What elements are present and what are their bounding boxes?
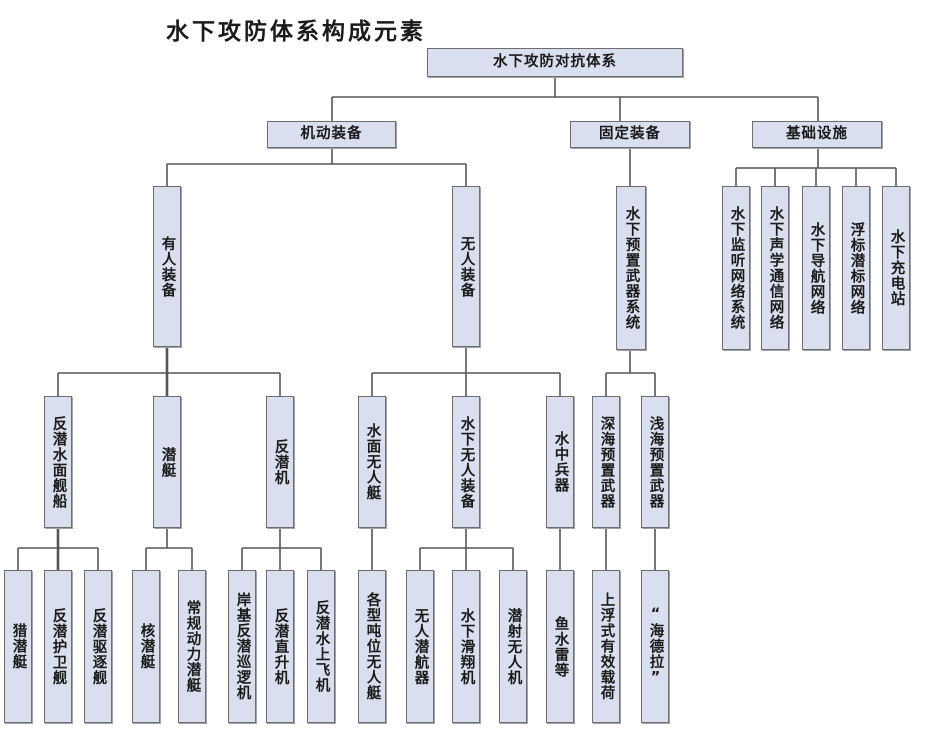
manned-label: 有人装备 xyxy=(159,235,176,298)
node-label: 深海预置武器 xyxy=(598,415,615,509)
category-infra-label: 基础设施 xyxy=(786,125,848,142)
unmanned-equipment-node: 无人装备 xyxy=(452,186,480,347)
infra-item-node: 水下声学通信网络 xyxy=(761,186,789,350)
leaf-node: 岸基反潜巡逻机 xyxy=(228,570,256,723)
category-fixed-label: 固定装备 xyxy=(599,125,661,142)
category-mobile-label: 机动装备 xyxy=(300,125,363,142)
leaf-label: 反潜直升机 xyxy=(272,607,289,686)
unmanned-label: 无人装备 xyxy=(458,235,475,298)
underwater-weapon-node: 水中兵器 xyxy=(546,396,574,528)
leaf-node: 反潜护卫舰 xyxy=(44,570,72,723)
leaf-label: 岸基反潜巡逻机 xyxy=(234,592,251,701)
leaf-node: 核潜艇 xyxy=(132,570,160,723)
leaf-node: 潜射无人机 xyxy=(499,570,527,723)
category-infrastructure: 基础设施 xyxy=(752,121,882,148)
category-mobile-equipment: 机动装备 xyxy=(267,121,396,148)
leaf-label: 反潜水上飞机 xyxy=(313,600,330,693)
infra-item-label: 水下监听网络系统 xyxy=(728,206,745,330)
asw-surface-ship-node: 反潜水面舰船 xyxy=(44,396,72,528)
leaf-node: 常规动力潜艇 xyxy=(178,570,206,723)
underwater-unmanned-node: 水下无人装备 xyxy=(452,396,480,528)
asw-aircraft-node: 反潜机 xyxy=(266,396,294,528)
root-label: 水下攻防对抗体系 xyxy=(493,53,617,70)
leaf-node: 鱼水雷等 xyxy=(546,570,574,723)
node-label: 水下无人装备 xyxy=(458,415,475,509)
node-label: 反潜机 xyxy=(272,438,289,486)
leaf-node: 无人潜航器 xyxy=(406,570,434,723)
leaf-label: 常规动力潜艇 xyxy=(184,600,201,693)
leaf-node: 上浮式有效载荷 xyxy=(592,570,620,723)
leaf-label: 鱼水雷等 xyxy=(552,615,569,678)
infra-item-label: 水下声学通信网络 xyxy=(767,206,784,330)
infra-item-label: 水下导航网络 xyxy=(808,221,825,315)
usv-node: 水面无人艇 xyxy=(358,396,386,528)
leaf-node: 各型吨位无人艇 xyxy=(358,570,386,723)
infra-item-label: 水下充电站 xyxy=(888,229,905,307)
leaf-node: 反潜水上飞机 xyxy=(307,570,335,723)
infra-item-label: 浮标潜标网络 xyxy=(848,221,865,315)
root-node: 水下攻防对抗体系 xyxy=(427,48,683,77)
leaf-label: 无人潜航器 xyxy=(412,607,429,686)
node-label: 浅海预置武器 xyxy=(647,415,664,509)
category-fixed-equipment: 固定装备 xyxy=(570,121,690,148)
leaf-node: 反潜直升机 xyxy=(266,570,294,723)
fixed-weapon-system-node: 水下预置武器系统 xyxy=(616,186,646,350)
infra-item-node: 浮标潜标网络 xyxy=(842,186,870,350)
page-title: 水下攻防体系构成元素 xyxy=(166,18,426,45)
leaf-node: 猎潜艇 xyxy=(4,570,32,723)
infra-item-node: 水下充电站 xyxy=(882,186,910,350)
leaf-label: 核潜艇 xyxy=(138,623,155,670)
node-label: 水面无人艇 xyxy=(364,423,381,501)
leaf-node: 反潜驱逐舰 xyxy=(84,570,112,723)
node-label: 反潜水面舰船 xyxy=(50,415,67,509)
leaf-label: 潜射无人机 xyxy=(505,607,522,686)
infra-item-node: 水下导航网络 xyxy=(802,186,830,350)
leaf-label: 水下滑翔机 xyxy=(458,607,475,686)
node-label: 水中兵器 xyxy=(552,431,569,493)
leaf-label: “海德拉” xyxy=(647,606,664,687)
deep-sea-weapon-node: 深海预置武器 xyxy=(592,396,620,528)
submarine-node: 潜艇 xyxy=(153,396,181,528)
infra-item-node: 水下监听网络系统 xyxy=(722,186,750,350)
node-label: 潜艇 xyxy=(159,446,176,478)
leaf-node: 水下滑翔机 xyxy=(452,570,480,723)
manned-equipment-node: 有人装备 xyxy=(153,186,181,347)
leaf-label: 上浮式有效载荷 xyxy=(598,592,615,701)
leaf-label: 各型吨位无人艇 xyxy=(364,592,381,701)
leaf-label: 反潜护卫舰 xyxy=(50,607,67,686)
leaf-label: 反潜驱逐舰 xyxy=(90,607,107,686)
leaf-label: 猎潜艇 xyxy=(10,623,27,670)
leaf-node: “海德拉” xyxy=(641,570,669,723)
shallow-sea-weapon-node: 浅海预置武器 xyxy=(641,396,669,528)
fixed-system-label: 水下预置武器系统 xyxy=(623,206,640,330)
